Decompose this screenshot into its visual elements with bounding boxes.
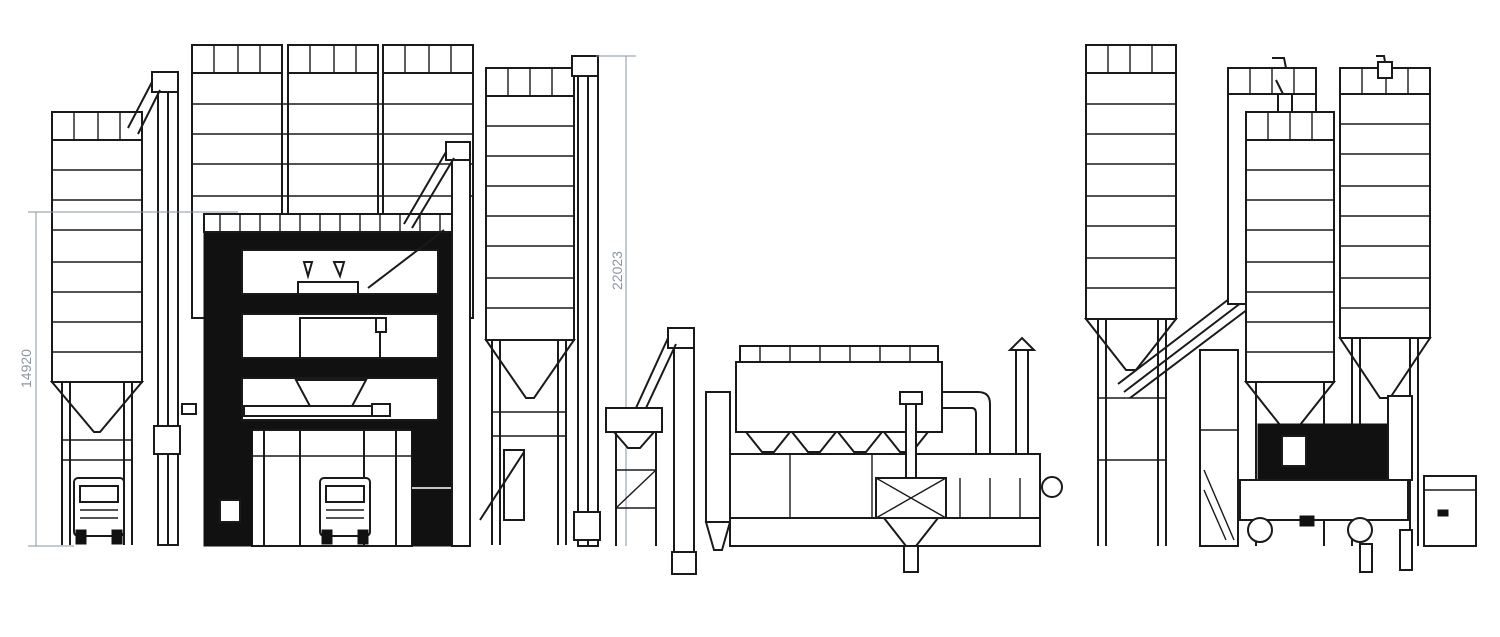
bucket-elevator-3 bbox=[571, 55, 601, 547]
feed-hopper bbox=[605, 407, 663, 546]
dimension-14920: 14920 bbox=[18, 211, 238, 547]
mixer-unit bbox=[1239, 395, 1413, 573]
dimension-label-22023: 22023 bbox=[609, 251, 625, 290]
discharge-hopper bbox=[875, 391, 947, 573]
sand-dryer-plant bbox=[605, 327, 1063, 575]
silo-right-4 bbox=[1338, 55, 1432, 546]
cyclone bbox=[704, 391, 732, 551]
silo-left bbox=[49, 111, 145, 545]
silo-right-left-plant bbox=[479, 67, 576, 545]
dust-collector bbox=[735, 345, 943, 453]
bucket-elevator-4 bbox=[635, 327, 697, 575]
screw-conveyor bbox=[1117, 285, 1253, 399]
silo-right-1 bbox=[1083, 44, 1179, 546]
right-plant bbox=[1083, 44, 1477, 573]
chimney bbox=[1007, 336, 1037, 455]
control-cabin bbox=[1423, 475, 1477, 547]
dimension-label-14920: 14920 bbox=[18, 349, 34, 388]
bucket-elevator-2 bbox=[367, 141, 471, 547]
exhaust-duct bbox=[942, 391, 991, 454]
bucket-elevator-1 bbox=[127, 71, 197, 546]
truck-middle bbox=[319, 477, 371, 545]
dimension-22023: 22023 bbox=[596, 55, 636, 546]
left-plant bbox=[49, 44, 601, 547]
silo-right-3 bbox=[1243, 111, 1337, 546]
stair-tower bbox=[1199, 349, 1239, 547]
truck-left bbox=[73, 477, 125, 545]
